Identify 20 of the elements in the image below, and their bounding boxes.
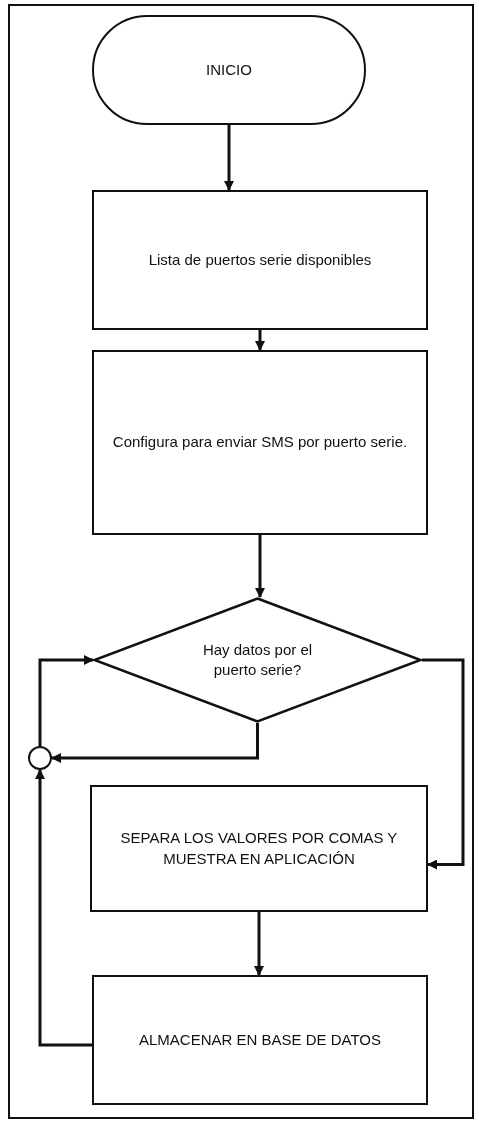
process-box	[90, 785, 428, 912]
node-text: ALMACENAR EN BASE DE DATOS	[139, 1029, 381, 1050]
arrow	[35, 769, 92, 1047]
node-text: Configura para enviar SMS por puerto serie.	[112, 432, 408, 453]
node-text: SEPARA LOS VALORES POR COMAS Y MUESTRA EN APLICACIÓN	[119, 828, 399, 869]
arrow	[38, 655, 94, 746]
arrow	[422, 658, 465, 870]
node-text: Hay datos por el puerto serie?	[201, 639, 314, 680]
connector-circle	[28, 746, 52, 770]
arrow	[254, 912, 264, 976]
node-text: INICIO	[206, 59, 252, 80]
arrow	[255, 330, 265, 351]
arrow	[224, 125, 234, 191]
node-text: Lista de puertos serie disponibles	[148, 249, 372, 270]
process-box	[92, 975, 428, 1105]
decision-diamond	[93, 597, 422, 723]
arrow	[255, 535, 265, 598]
process-box	[92, 190, 428, 330]
arrow	[51, 723, 259, 763]
process-box	[92, 350, 428, 535]
